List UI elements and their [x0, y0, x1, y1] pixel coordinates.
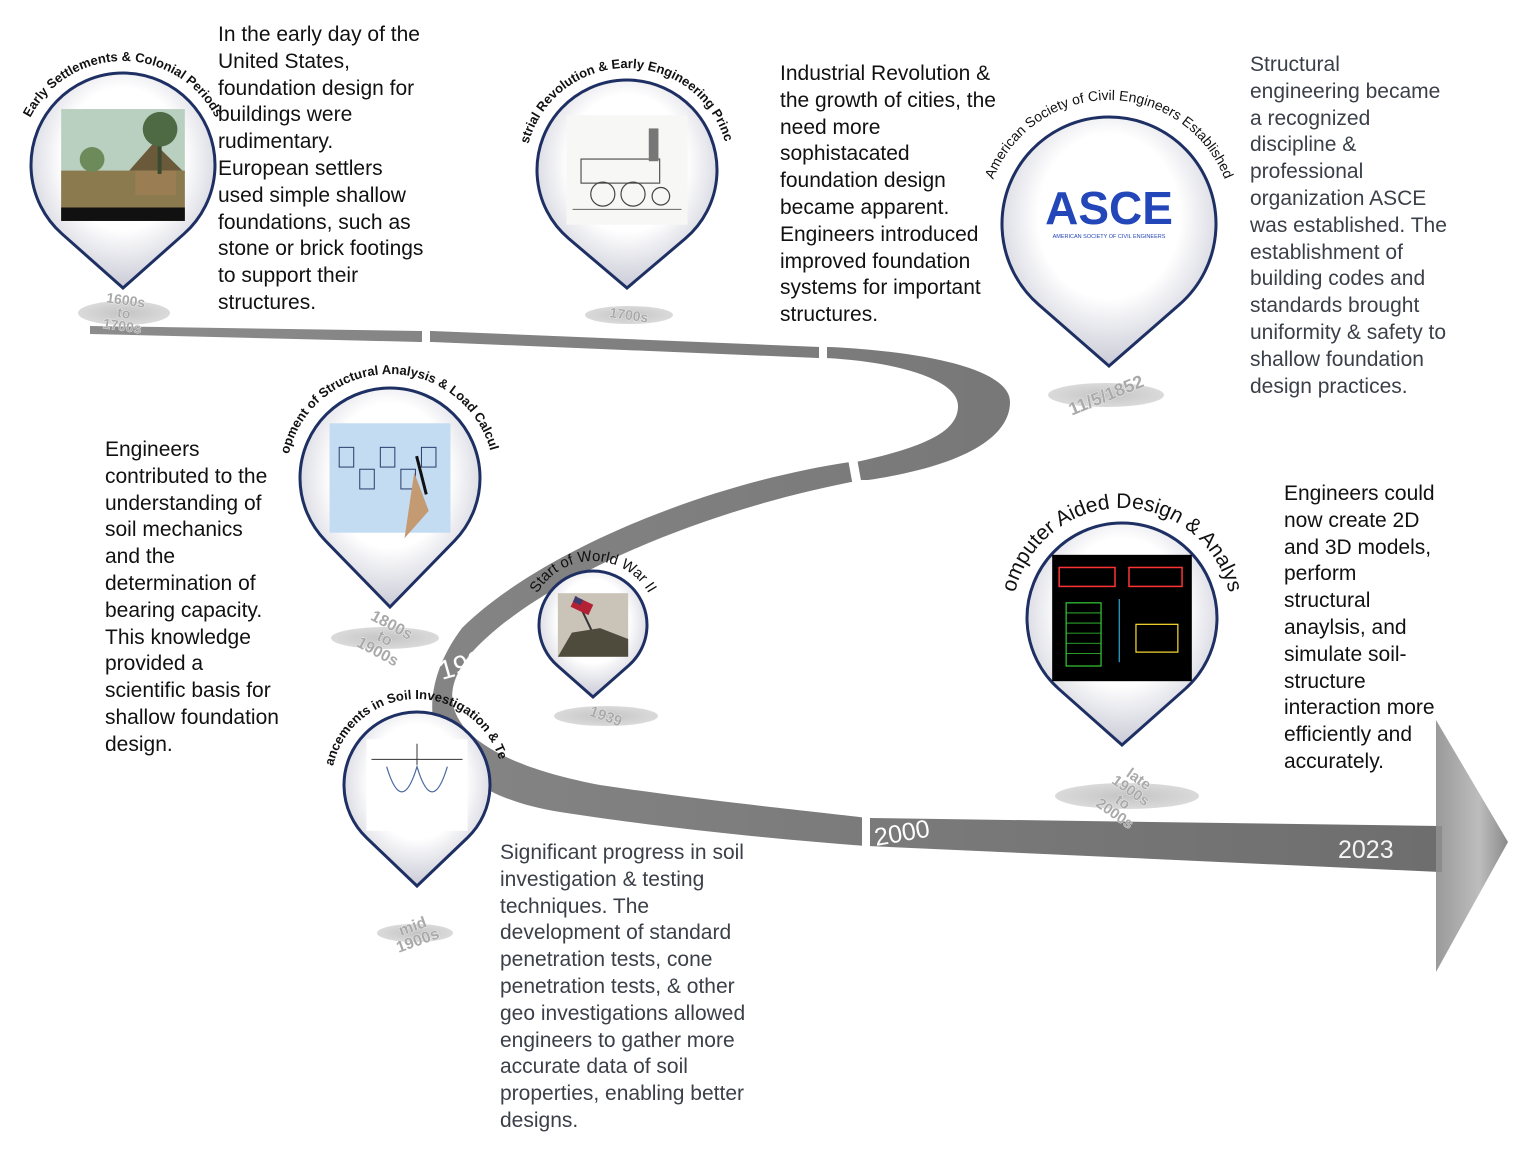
logo-text: ASCE — [1045, 182, 1173, 234]
road-label-1900: 1900 — [435, 640, 501, 685]
road-arrow-shaft — [1436, 826, 1442, 872]
date-oval — [554, 706, 658, 726]
soil-pressure-diagram — [366, 739, 468, 831]
road-gap — [847, 455, 865, 501]
colonial-settlement-engraving — [61, 109, 185, 221]
date-badge: 1600sto1700s — [78, 289, 170, 337]
timeline-road — [90, 322, 1508, 972]
road-label-2023: 2023 — [1338, 836, 1394, 864]
steam-locomotive-sketch — [566, 115, 688, 225]
description-industrial-revolution: Industrial Revolution & the growth of ci… — [780, 62, 996, 327]
date-badge: 1800sto1900s — [331, 607, 439, 671]
description-cad: Engineers could now create 2D and 3D mod… — [1284, 482, 1435, 773]
date-oval — [585, 306, 673, 324]
date-badge: mid1900s — [377, 914, 453, 957]
date-label: 1800sto1900s — [354, 608, 415, 670]
description-asce: Structural engineering became a recogniz… — [1250, 53, 1447, 398]
date-oval — [1048, 383, 1164, 407]
pin-marker — [1000, 115, 1218, 368]
description-soil-investigation: Significant progress in soil investigati… — [500, 841, 746, 1132]
cad-drawing-screen — [1052, 554, 1192, 682]
flag-raising-photo — [557, 593, 629, 657]
date-label: 1600sto1700s — [102, 289, 147, 336]
date-oval — [78, 301, 170, 325]
date-label: 1700s — [609, 304, 650, 325]
date-badge: 1939 — [554, 703, 658, 731]
description-early-settlements: In the early day of the United States, f… — [218, 23, 424, 314]
date-oval — [331, 627, 439, 649]
road-arrowhead — [1436, 720, 1508, 972]
date-oval — [1055, 783, 1199, 809]
description-structural-analysis: Engineers contributed to the understandi… — [105, 438, 279, 756]
date-badge: 1700s — [585, 304, 673, 326]
whiteboard-calculation-photo — [329, 423, 451, 539]
logo-subtext: AMERICAN SOCIETY OF CIVIL ENGINEERS — [1053, 234, 1166, 240]
date-badge: 11/5/1852 — [1048, 371, 1164, 420]
date-oval — [377, 924, 453, 942]
